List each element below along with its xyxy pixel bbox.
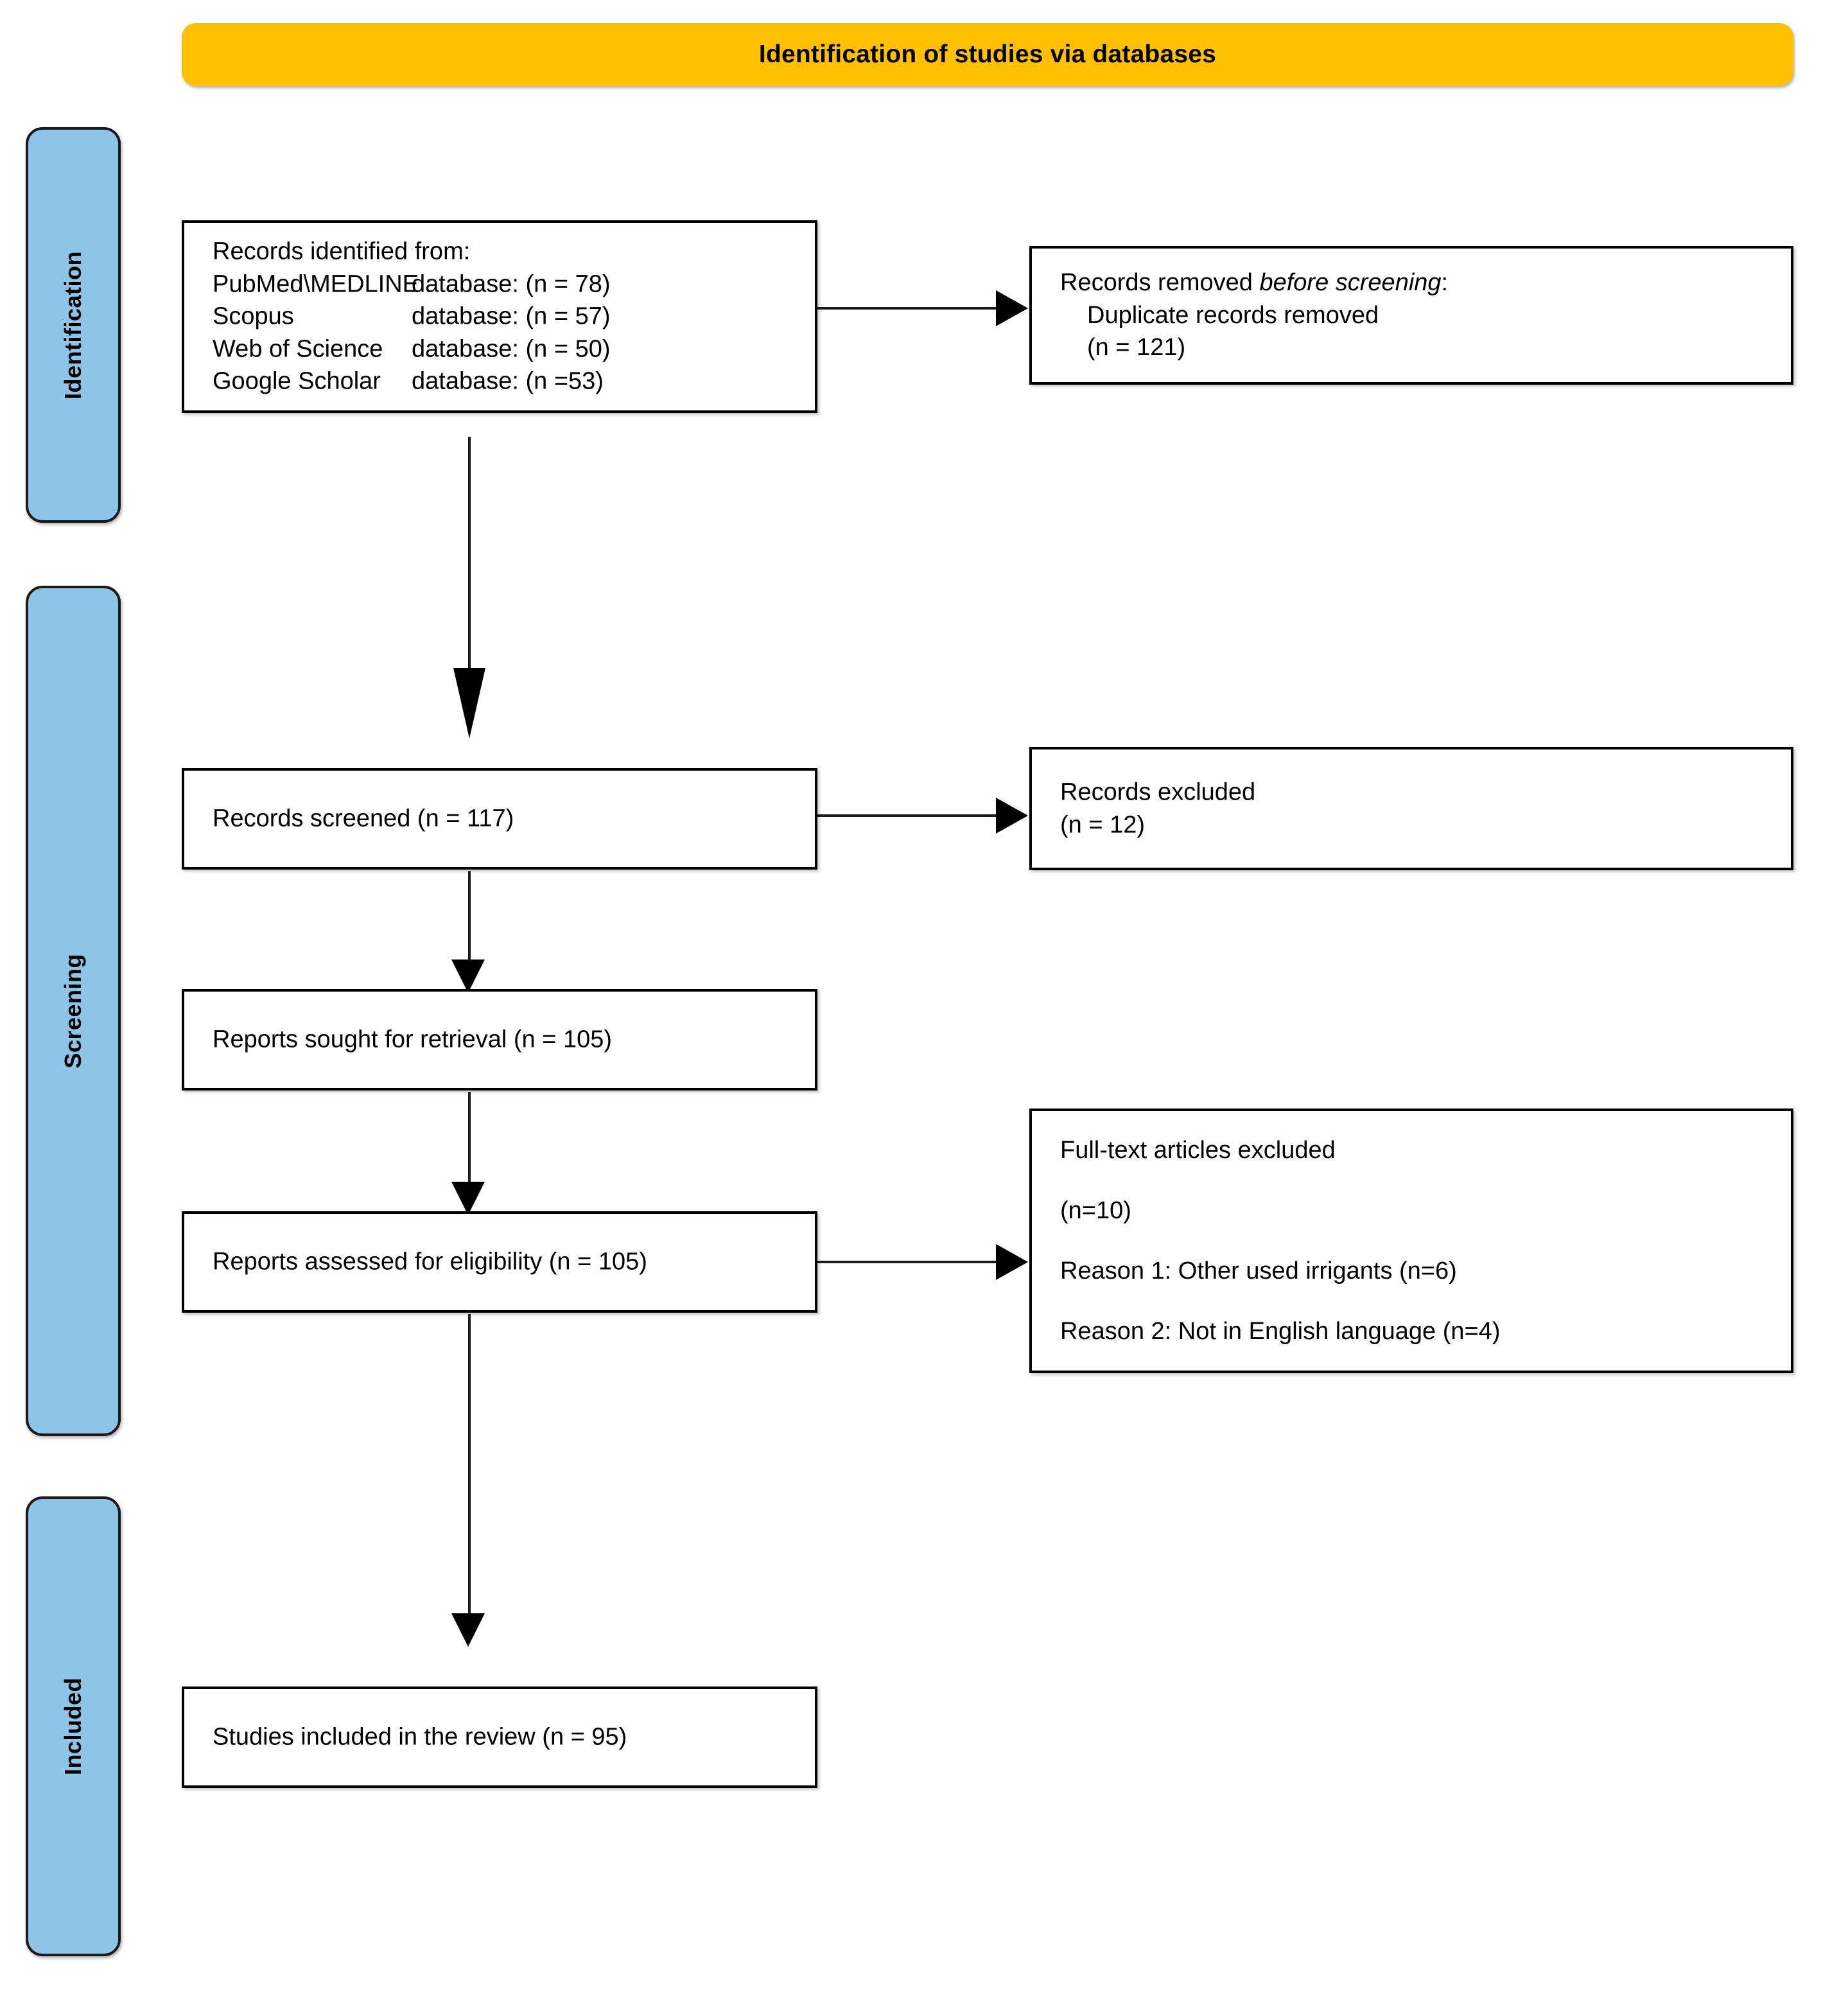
stage-label-identification: Identification <box>60 250 86 399</box>
connector-sought-to-assessed-arrowhead <box>451 1182 485 1215</box>
connector-identified-to-removed-stem <box>817 307 998 310</box>
source-count-pubmed: database: (n = 78) <box>412 270 611 298</box>
source-name-wos: Web of Science <box>213 335 383 363</box>
connector-identified-to-removed-arrowhead <box>996 290 1028 326</box>
records-removed-prefix: Records removed <box>1060 269 1260 297</box>
records-removed-line-2: Duplicate records removed <box>1087 301 1379 329</box>
box-studies-included: Studies included in the review (n = 95) <box>182 1687 817 1788</box>
banner-title: Identification of studies via databases <box>758 40 1217 68</box>
connector-sought-to-assessed-stem <box>468 1092 471 1187</box>
box-records-screened: Records screened (n = 117) <box>182 768 817 870</box>
connector-screened-to-excluded-arrowhead <box>996 798 1028 834</box>
box-records-excluded: Records excluded (n = 12) <box>1029 747 1793 870</box>
source-count-wos: database: (n = 50) <box>412 335 611 363</box>
box-records-removed: Records removed before screening: Duplic… <box>1029 246 1793 385</box>
source-count-scholar: database: (n =53) <box>412 367 604 395</box>
connector-screened-to-excluded-stem <box>817 814 998 817</box>
fulltext-excluded-reason-2: Reason 2: Not in English language (n=4) <box>1060 1318 1501 1345</box>
stage-label-included: Included <box>60 1677 86 1775</box>
reports-assessed-line-1: Reports assessed for eligibility (n = 10… <box>213 1248 647 1275</box>
fulltext-excluded-line-2: (n=10) <box>1060 1197 1131 1224</box>
connector-assessed-to-included-stem <box>468 1314 471 1618</box>
records-identified-source-row: Web of Science database: (n = 50) <box>213 333 799 365</box>
records-identified-source-row: Scopus database: (n = 57) <box>213 301 799 333</box>
stage-label-screening: Screening <box>60 953 86 1069</box>
box-reports-assessed: Reports assessed for eligibility (n = 10… <box>182 1211 817 1313</box>
connector-identified-to-screened-stem <box>468 437 471 674</box>
records-identified-heading: Records identified from: <box>213 238 471 265</box>
box-records-identified: Records identified from: PubMed\MEDLINEd… <box>182 220 817 413</box>
stage-tab-screening: Screening <box>26 586 121 1436</box>
source-name-scopus: Scopus <box>213 302 294 330</box>
records-excluded-line-1: Records excluded <box>1060 778 1256 806</box>
records-removed-line-3: (n = 121) <box>1087 334 1186 362</box>
source-name-scholar: Google Scholar <box>213 367 381 395</box>
records-excluded-line-2: (n = 12) <box>1060 811 1146 838</box>
records-removed-italic: before screening <box>1259 269 1442 297</box>
source-name-pubmed: PubMed\MEDLINE <box>213 270 419 298</box>
connector-screened-to-sought-arrowhead <box>451 959 485 993</box>
connector-assessed-to-included-arrowhead <box>451 1613 485 1647</box>
fulltext-excluded-reason-1: Reason 1: Other used irrigants (n=6) <box>1060 1257 1457 1284</box>
stage-tab-identification: Identification <box>26 127 121 523</box>
reports-sought-line-1: Reports sought for retrieval (n = 105) <box>213 1026 613 1053</box>
connector-screened-to-sought-stem <box>468 871 471 965</box>
source-count-scopus: database: (n = 57) <box>412 302 611 330</box>
connector-assessed-to-fulltext-stem <box>817 1261 998 1263</box>
records-removed-suffix: : <box>1441 269 1449 297</box>
banner-identification-via-databases: Identification of studies via databases <box>182 23 1793 86</box>
connector-assessed-to-fulltext-arrowhead <box>996 1244 1028 1280</box>
records-identified-source-row: Google Scholar database: (n =53) <box>213 365 799 398</box>
stage-tab-included: Included <box>26 1496 121 1956</box>
fulltext-excluded-line-1: Full-text articles excluded <box>1060 1137 1336 1164</box>
records-identified-source-row: PubMed\MEDLINEdatabase: (n = 78) <box>213 268 799 301</box>
studies-included-line-1: Studies included in the review (n = 95) <box>213 1723 627 1751</box>
box-fulltext-excluded: Full-text articles excluded (n=10) Reaso… <box>1029 1108 1793 1373</box>
records-removed-line-1: Records removed before screening: <box>1060 267 1775 299</box>
records-screened-line-1: Records screened (n = 117) <box>213 805 514 832</box>
box-reports-sought: Reports sought for retrieval (n = 105) <box>182 989 817 1091</box>
connector-identified-to-screened-arrowhead <box>453 668 485 739</box>
